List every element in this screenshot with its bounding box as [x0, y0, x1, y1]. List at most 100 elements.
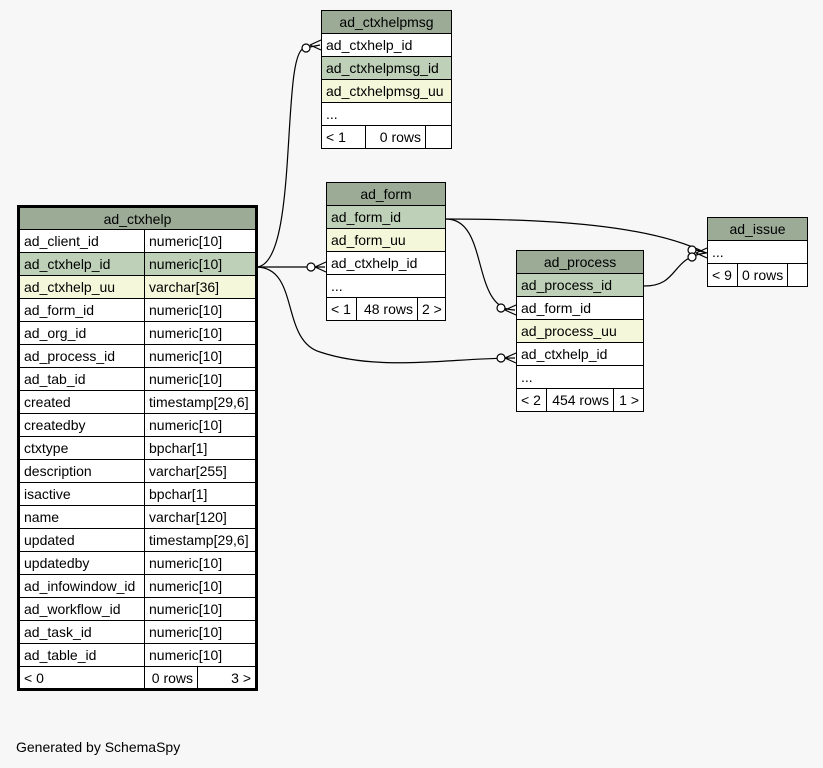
parents-link[interactable]: < 0	[18, 666, 145, 690]
column-name: isactive	[18, 482, 145, 506]
children-link[interactable]: 3 >	[196, 666, 258, 690]
column-type: timestamp[29,6]	[143, 390, 258, 414]
column-name: ad_form_id	[18, 298, 145, 322]
column-row[interactable]: ad_ctxhelpmsg_id	[321, 56, 452, 80]
column-row[interactable]: ad_ctxhelpmsg_uu	[321, 79, 452, 103]
children-link[interactable]: 2 >	[416, 297, 447, 321]
column-row[interactable]: ad_ctxhelp_id	[321, 33, 452, 57]
column-type: numeric[10]	[143, 574, 258, 598]
column-name: ad_process_id	[18, 344, 145, 368]
table-footer: < 2 454 rows 1 >	[516, 388, 645, 412]
column-name: updatedby	[18, 551, 145, 575]
table-ad-process[interactable]: ad_process ad_process_id ad_form_id ad_p…	[515, 250, 645, 412]
table-title[interactable]: ad_ctxhelp	[17, 206, 258, 230]
parents-link[interactable]: < 2	[516, 388, 547, 412]
children-link[interactable]: 1 >	[612, 388, 645, 412]
column-type: numeric[10]	[143, 252, 258, 276]
parents-link[interactable]: < 1	[326, 297, 357, 321]
column-row[interactable]: ad_form_id	[515, 296, 645, 320]
table-ad-issue[interactable]: ad_issue ... < 9 0 rows	[706, 217, 809, 287]
generated-by-label: Generated by SchemaSpy	[16, 739, 181, 755]
column-name: updated	[18, 528, 145, 552]
column-name: ad_form_id	[515, 296, 645, 320]
column-type: numeric[10]	[143, 344, 258, 368]
table-title[interactable]: ad_process	[515, 250, 645, 274]
table-title[interactable]: ad_issue	[706, 217, 809, 241]
column-type: timestamp[29,6]	[143, 528, 258, 552]
optional-marker-ctxhelpmsg	[301, 43, 311, 53]
optional-marker-form	[306, 262, 316, 272]
optional-marker-process-form	[496, 303, 506, 313]
column-name: ad_process_id	[515, 273, 645, 297]
column-type: bpchar[1]	[143, 436, 258, 460]
optional-marker-issue-2	[687, 252, 697, 262]
crowfoot-form	[314, 261, 327, 273]
column-name: ad_form_uu	[325, 228, 447, 252]
table-ad-form[interactable]: ad_form ad_form_id ad_form_uu ad_ctxhelp…	[325, 182, 447, 321]
column-name: ad_client_id	[18, 229, 145, 253]
column-name: ad_form_id	[325, 205, 447, 229]
column-name: ad_workflow_id	[18, 597, 145, 621]
table-title[interactable]: ad_form	[325, 182, 447, 206]
crowfoot-issue	[695, 247, 708, 259]
column-name: ad_infowindow_id	[18, 574, 145, 598]
parents-link[interactable]: < 9	[707, 263, 738, 287]
column-type: varchar[36]	[143, 275, 258, 299]
column-name: ctxtype	[18, 436, 145, 460]
children-link	[425, 125, 452, 149]
column-row[interactable]: ad_process_uu	[515, 319, 645, 343]
column-name: ad_ctxhelp_uu	[18, 275, 145, 299]
column-name: description	[18, 459, 145, 483]
column-row[interactable]: ad_process_id	[515, 273, 645, 297]
parents-link[interactable]: < 1	[321, 125, 366, 149]
edge-process-issue	[643, 252, 707, 287]
column-row[interactable]: ad_form_id	[325, 205, 447, 229]
column-name: ad_process_uu	[515, 319, 645, 343]
column-name: ad_ctxhelp_id	[515, 342, 645, 366]
column-name: ad_tab_id	[18, 367, 145, 391]
table-ad-ctxhelpmsg[interactable]: ad_ctxhelpmsg ad_ctxhelp_id ad_ctxhelpms…	[321, 10, 452, 149]
column-type: varchar[255]	[143, 459, 258, 483]
column-type: numeric[10]	[143, 597, 258, 621]
table-footer: < 0 0 rows 3 >	[18, 666, 258, 690]
row-count: 454 rows	[546, 388, 614, 412]
edge-ctxhelp-process	[255, 266, 516, 364]
crowfoot-ctxhelpmsg	[309, 39, 322, 51]
table-title[interactable]: ad_ctxhelpmsg	[321, 10, 452, 34]
column-type: numeric[10]	[143, 367, 258, 391]
column-row: ...	[706, 240, 809, 264]
column-name: ...	[706, 240, 809, 264]
table-footer: < 1 48 rows 2 >	[326, 297, 447, 321]
column-name: ...	[515, 365, 645, 389]
table-footer: < 9 0 rows	[707, 263, 809, 287]
column-row[interactable]: ad_form_uu	[325, 228, 447, 252]
table-footer: < 1 0 rows	[321, 125, 452, 149]
column-row[interactable]: ad_ctxhelp_id	[515, 342, 645, 366]
column-type: bpchar[1]	[143, 482, 258, 506]
column-type: numeric[10]	[143, 643, 258, 667]
column-row[interactable]: ad_ctxhelp_id	[325, 251, 447, 275]
column-name: ad_ctxhelpmsg_uu	[321, 79, 452, 103]
column-name: ad_ctxhelp_id	[18, 252, 145, 276]
row-count: 0 rows	[144, 666, 198, 690]
